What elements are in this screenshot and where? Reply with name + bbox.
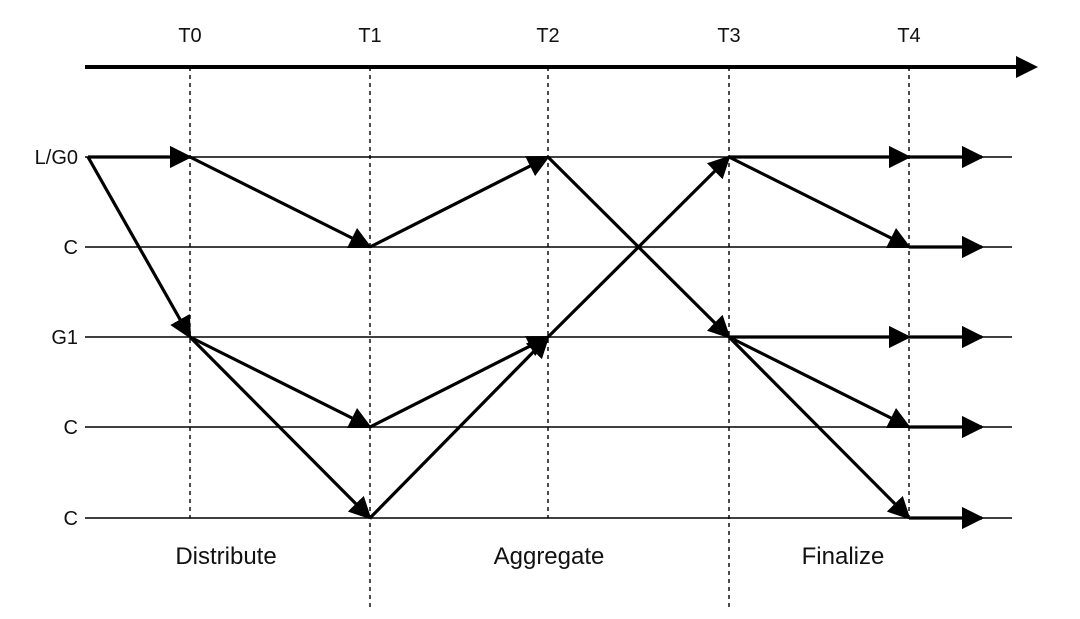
message-arrow [189, 155, 373, 249]
row-label-lg0: L/G0 [35, 147, 78, 169]
message-arrow [86, 156, 192, 339]
phase-label-distribute: Distribute [175, 543, 276, 570]
time-label-t3: T3 [717, 25, 740, 47]
message-arrow [369, 335, 550, 429]
phase-label-finalize: Finalize [802, 543, 885, 570]
row-label-g1: G1 [51, 327, 78, 349]
time-labels: T0 T1 T2 T3 T4 [178, 25, 920, 47]
time-label-t2: T2 [536, 25, 559, 47]
row-label-c2: C [64, 417, 78, 439]
row-label-c3: C [64, 508, 78, 530]
row-label-c1: C [64, 237, 78, 259]
time-label-t4: T4 [897, 25, 920, 47]
time-axis-arrowhead [1016, 56, 1038, 78]
message-arrow [727, 335, 911, 520]
message-arrow [728, 335, 912, 429]
time-label-t0: T0 [178, 25, 201, 47]
message-arrow [189, 335, 373, 429]
message-arrow [546, 155, 731, 339]
message-arrow [188, 335, 372, 520]
phase-labels: Distribute Aggregate Finalize [175, 543, 884, 570]
message-arrow [728, 155, 912, 249]
time-label-t1: T1 [358, 25, 381, 47]
message-arrows [86, 145, 985, 530]
row-labels: L/G0 C G1 C C [35, 147, 78, 530]
phase-label-aggregate: Aggregate [494, 543, 605, 570]
message-arrow [368, 335, 550, 520]
message-arrow [369, 155, 550, 249]
